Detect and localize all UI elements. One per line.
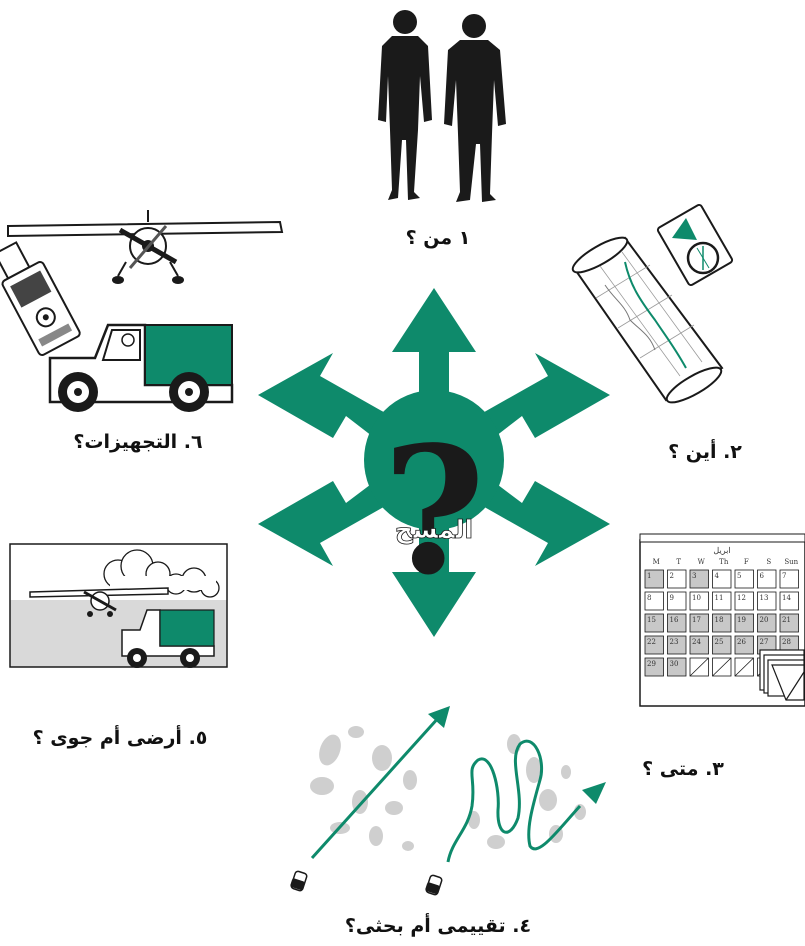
svg-text:1: 1 bbox=[647, 572, 651, 580]
ground-air-scene bbox=[10, 544, 227, 668]
svg-text:29: 29 bbox=[647, 660, 656, 668]
calendar-day: 20 bbox=[758, 614, 777, 632]
svg-text:18: 18 bbox=[715, 616, 724, 624]
calendar-day: 17 bbox=[690, 614, 709, 632]
calendar-day: 8 bbox=[645, 592, 664, 610]
calendar-day: 7 bbox=[780, 570, 799, 588]
svg-text:9: 9 bbox=[670, 594, 674, 602]
scatter-blobs bbox=[310, 726, 586, 851]
svg-text:22: 22 bbox=[647, 638, 656, 646]
calendar-day: 26 bbox=[735, 636, 754, 654]
svg-text:27: 27 bbox=[760, 638, 769, 646]
calendar-day: 16 bbox=[668, 614, 687, 632]
calendar-day: 15 bbox=[645, 614, 664, 632]
svg-text:28: 28 bbox=[782, 638, 791, 646]
svg-text:6: 6 bbox=[760, 572, 765, 580]
people-icon bbox=[378, 10, 506, 202]
calendar-weekday: W bbox=[698, 558, 706, 566]
svg-text:7: 7 bbox=[782, 572, 786, 580]
calendar-day: 14 bbox=[780, 592, 799, 610]
calendar-day: 19 bbox=[735, 614, 754, 632]
svg-text:8: 8 bbox=[647, 594, 651, 602]
svg-text:16: 16 bbox=[670, 616, 679, 624]
calendar-day: 29 bbox=[645, 658, 664, 676]
compass-icon bbox=[657, 204, 733, 286]
calendar-weekday: Th bbox=[719, 558, 729, 566]
calendar-day: 10 bbox=[690, 592, 709, 610]
svg-text:20: 20 bbox=[760, 616, 769, 624]
calendar-weekday: F bbox=[744, 558, 749, 566]
label-mode: ٥. أرضى أم جوى ؟ bbox=[33, 725, 208, 749]
calendar-month: ابريل bbox=[713, 546, 730, 555]
svg-text:2: 2 bbox=[670, 572, 674, 580]
label-when: ٣. متى ؟ bbox=[642, 758, 724, 780]
svg-text:13: 13 bbox=[760, 594, 769, 602]
calendar-day: 9 bbox=[668, 592, 687, 610]
calendar-day: 21 bbox=[780, 614, 799, 632]
calendar-day: 22 bbox=[645, 636, 664, 654]
calendar-day: 23 bbox=[668, 636, 687, 654]
svg-text:10: 10 bbox=[692, 594, 701, 602]
label-equipment: ٦. التجهيزات؟ bbox=[73, 431, 202, 453]
calendar-day: 12 bbox=[735, 592, 754, 610]
svg-text:17: 17 bbox=[692, 616, 701, 624]
calendar-weekday: S bbox=[766, 558, 771, 566]
calendar-pages bbox=[760, 650, 804, 700]
svg-text:26: 26 bbox=[737, 638, 746, 646]
calendar-day: 30 bbox=[668, 658, 687, 676]
center-title: المسح bbox=[395, 515, 473, 545]
svg-text:24: 24 bbox=[692, 638, 701, 646]
calendar-day: 2 bbox=[668, 570, 687, 588]
calendar-day: 4 bbox=[713, 570, 732, 588]
svg-text:3: 3 bbox=[692, 572, 696, 580]
calendar-weekday: M bbox=[653, 558, 660, 566]
calendar-day: 25 bbox=[713, 636, 732, 654]
calendar-day: 18 bbox=[713, 614, 732, 632]
calendar-day: 24 bbox=[690, 636, 709, 654]
calendar-day: 11 bbox=[713, 592, 732, 610]
svg-text:19: 19 bbox=[737, 616, 746, 624]
calendar-day: 13 bbox=[758, 592, 777, 610]
footprint-icon bbox=[290, 871, 308, 892]
svg-text:14: 14 bbox=[782, 594, 791, 602]
gps-device-icon bbox=[0, 236, 81, 356]
svg-text:11: 11 bbox=[715, 594, 724, 602]
truck-icon bbox=[50, 325, 232, 412]
svg-text:12: 12 bbox=[737, 594, 746, 602]
svg-text:30: 30 bbox=[670, 660, 679, 668]
svg-text:4: 4 bbox=[715, 572, 720, 580]
question-mark-icon: ? bbox=[383, 409, 486, 614]
calendar-weekday: Sun bbox=[784, 558, 798, 566]
label-who: ١ من ؟ bbox=[406, 227, 471, 249]
calendar-day: 5 bbox=[735, 570, 754, 588]
calendar-day: 1 bbox=[645, 570, 664, 588]
survey-paths bbox=[290, 706, 606, 895]
footprint-icon bbox=[425, 875, 443, 896]
label-method: ٤. تقييمى أم بحثى؟ bbox=[345, 913, 531, 937]
svg-text:23: 23 bbox=[670, 638, 679, 646]
svg-text:25: 25 bbox=[715, 638, 724, 646]
svg-text:15: 15 bbox=[647, 616, 656, 624]
calendar-day: 3 bbox=[690, 570, 709, 588]
label-where: ٢. أين ؟ bbox=[668, 439, 742, 463]
svg-text:5: 5 bbox=[737, 572, 741, 580]
center-star: ? المسح bbox=[258, 288, 610, 637]
svg-text:21: 21 bbox=[782, 616, 791, 624]
calendar-weekday: T bbox=[676, 558, 681, 566]
calendar-day: 6 bbox=[758, 570, 777, 588]
